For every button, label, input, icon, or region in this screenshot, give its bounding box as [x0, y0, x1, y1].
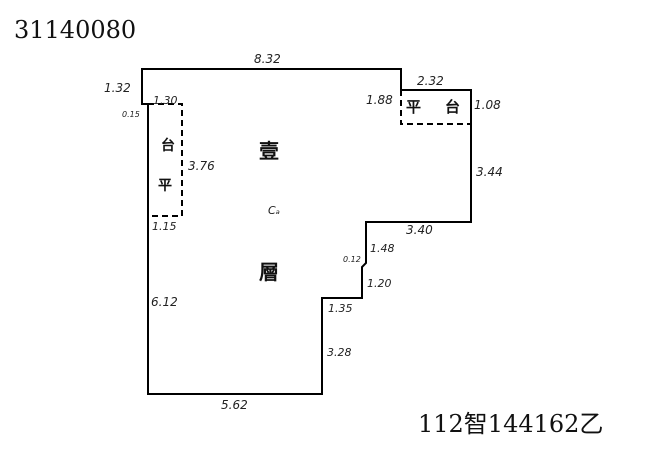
dim-left-platform-height: 3.76 — [188, 159, 215, 173]
left-platform-label-char2: 平 — [158, 178, 172, 194]
left-platform-outline — [147, 103, 183, 217]
right-platform-label-char2: 台 — [445, 98, 460, 116]
dim-left-platform-top: 1.30 — [153, 94, 178, 107]
dim-step-horizontal-lower: 1.35 — [328, 302, 353, 315]
dim-step-horizontal-upper: 3.40 — [406, 223, 433, 237]
dim-step-diagonal: 1.20 — [367, 277, 392, 290]
dim-top: 8.32 — [254, 52, 281, 66]
floor-label-char2: 層 — [259, 260, 279, 284]
dim-right-wall: 3.44 — [476, 165, 503, 179]
reference-code: 112智144162乙 — [418, 410, 603, 438]
right-platform-outline — [400, 90, 471, 125]
dim-right-platform-width: 2.32 — [417, 74, 444, 88]
dim-step-vertical-upper: 1.48 — [370, 242, 395, 255]
dim-left-platform-bottom: 1.15 — [152, 220, 177, 233]
dim-step-vertical-lower: 3.28 — [327, 346, 352, 359]
floor-label-char1: 壹 — [259, 139, 279, 163]
dim-right-platform-left: 1.88 — [366, 93, 393, 107]
left-platform-label-char1: 台 — [161, 137, 175, 154]
dim-bottom: 5.62 — [221, 398, 248, 412]
dim-left-wall-lower: 6.12 — [151, 295, 178, 309]
center-mark: Cₐ — [268, 204, 280, 217]
dim-step-small: 0.12 — [343, 255, 361, 264]
document-id: 31140080 — [14, 16, 136, 44]
dim-right-platform-height: 1.08 — [474, 98, 501, 112]
dim-top-left-edge: 1.32 — [104, 81, 131, 95]
dim-left-platform-offset: 0.15 — [122, 110, 140, 119]
right-platform-label-char1: 平 — [406, 98, 421, 116]
